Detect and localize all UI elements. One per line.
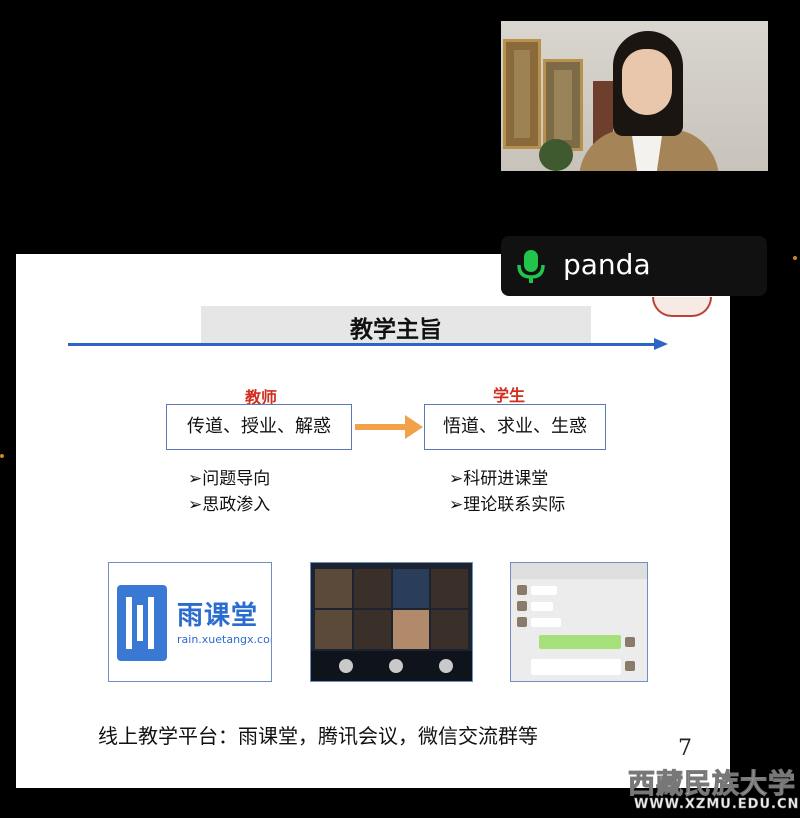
wechat-avatar-icon [517,601,527,611]
wechat-message [531,659,621,675]
meeting-avatar-icon [439,659,453,673]
speaker-name: panda [563,248,651,281]
watermark-title: 西藏民族大学 [628,769,796,801]
title-bar: 教学主旨 [201,306,591,344]
slide-title: 教学主旨 [350,317,442,343]
meeting-avatar-icon [339,659,353,673]
orange-arrow-icon [355,415,423,439]
wall-painting [503,39,541,149]
meeting-avatar-icon [389,659,403,673]
student-label: 学生 [493,386,526,405]
student-bullet: ➢科研进课堂 [449,469,549,489]
teacher-label: 教师 [245,388,278,407]
student-box: 悟道、求业、生惑 [424,404,606,450]
rain-classroom-logo-icon [117,585,167,661]
rain-classroom-name: 雨课堂 [177,601,259,631]
wall-painting [543,59,583,151]
webcam-video [501,21,768,171]
watermark-url: WWW.XZMU.EDU.CN [634,797,800,813]
active-speaker-badge: panda [501,236,767,296]
wechat-message [531,586,557,595]
edge-artifact [793,256,797,260]
footer-text: 线上教学平台：雨课堂，腾讯会议，微信交流群等 [98,724,538,748]
edge-artifact [0,454,4,458]
wechat-screenshot-card [510,562,648,682]
rain-classroom-url: rain.xuetangx.com [177,633,272,646]
rain-classroom-card: 雨课堂 rain.xuetangx.com [108,562,272,682]
presenter-face [622,49,672,115]
meeting-toolbar [311,651,472,681]
presenter-collar [631,129,663,171]
wechat-avatar-icon [625,661,635,671]
wechat-avatar-icon [517,617,527,627]
teacher-box: 传道、授业、解惑 [166,404,352,450]
blue-arrow-head [654,338,668,350]
wechat-avatar-icon [517,585,527,595]
teacher-bullet: ➢思政渗入 [188,495,271,515]
wechat-message [531,618,561,627]
shared-slide: 教学主旨 教师 学生 传道、授业、解惑 悟道、求业、生惑 ➢问题导向 ➢思政渗入… [16,254,730,788]
blue-arrow-line [68,343,658,346]
background-plant [539,139,573,171]
wechat-message [531,602,553,611]
student-bullet: ➢理论联系实际 [449,495,566,515]
wechat-message-self [539,635,621,649]
wechat-header [511,563,647,579]
wechat-avatar-icon [625,637,635,647]
meeting-video-grid [315,569,468,649]
meeting-screenshot-card [310,562,473,682]
teacher-bullet: ➢问题导向 [188,469,271,489]
slide-page-number: 7 [678,736,692,761]
microphone-icon [517,250,545,283]
